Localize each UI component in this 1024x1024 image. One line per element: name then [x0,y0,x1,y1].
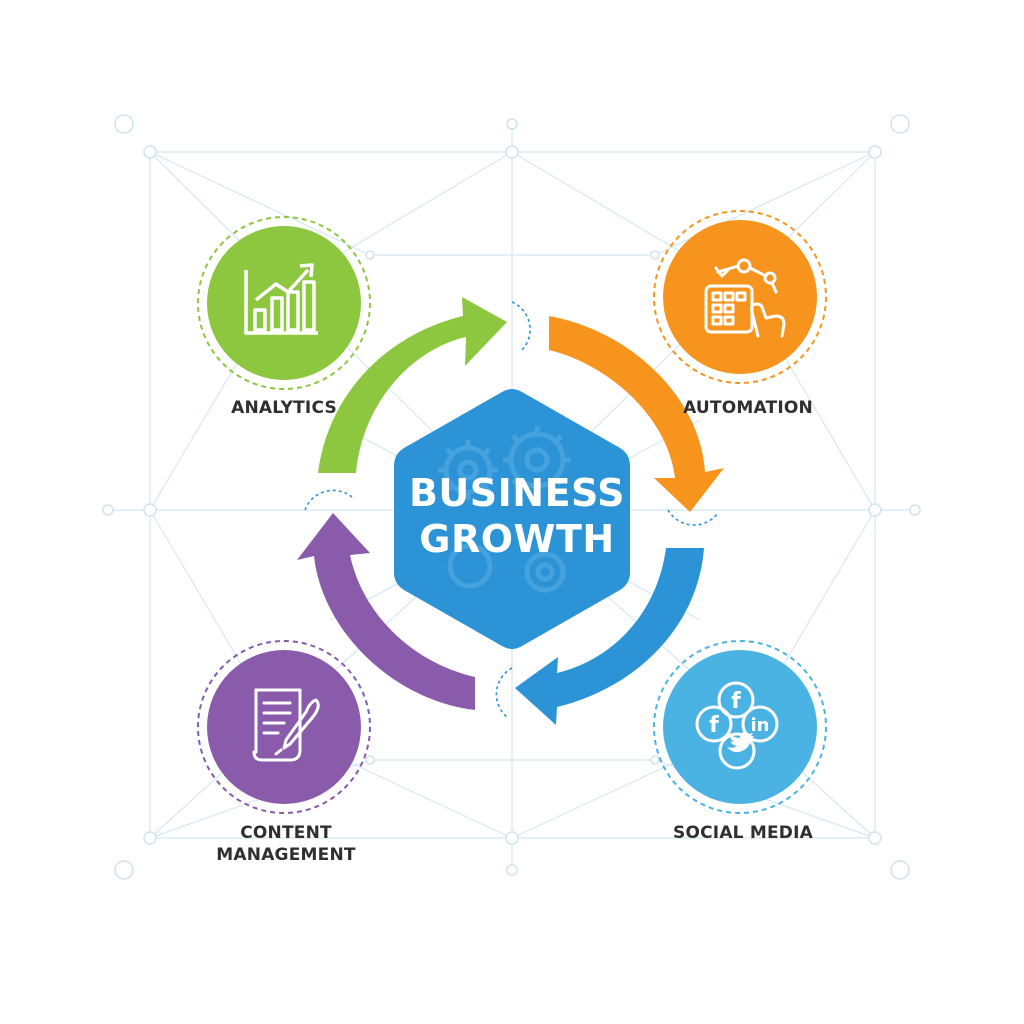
cycle-arrows [297,297,724,725]
document-quill-icon [252,688,320,762]
arrow-blue [515,548,704,725]
social-media-label: SOCIAL MEDIA [673,823,813,843]
accent-arcs [304,301,719,719]
social-network-icon [695,681,779,770]
center-title-line-2: GROWTH [419,517,615,561]
facebook-icon: f [709,713,719,738]
center-title: BUSINESS GROWTH [392,470,642,562]
gears-icon [438,426,571,593]
linkedin-icon: in [751,715,770,736]
analytics-label: ANALYTICS [231,398,337,418]
facebook-icon: f [731,689,741,714]
bar-chart-growth-icon [244,263,318,335]
content-management-label-line-1: CONTENT [240,823,332,843]
center-hexagon [394,389,630,649]
content-management-node [197,640,371,814]
twitter-icon [727,732,754,753]
automation-node [653,210,827,384]
arrow-green [318,297,507,473]
network-nodes [102,114,921,880]
robotic-arm-keypad-icon [704,258,786,338]
center-title-line-1: BUSINESS [408,471,626,515]
content-management-label-line-2: MANAGEMENT [216,845,356,865]
arrow-orange [549,316,724,512]
automation-label: AUTOMATION [683,398,813,418]
analytics-node [197,216,371,390]
social-media-node: f f in [653,640,827,814]
content-management-label: CONTENT MANAGEMENT [196,822,376,866]
arrow-purple [297,513,475,710]
